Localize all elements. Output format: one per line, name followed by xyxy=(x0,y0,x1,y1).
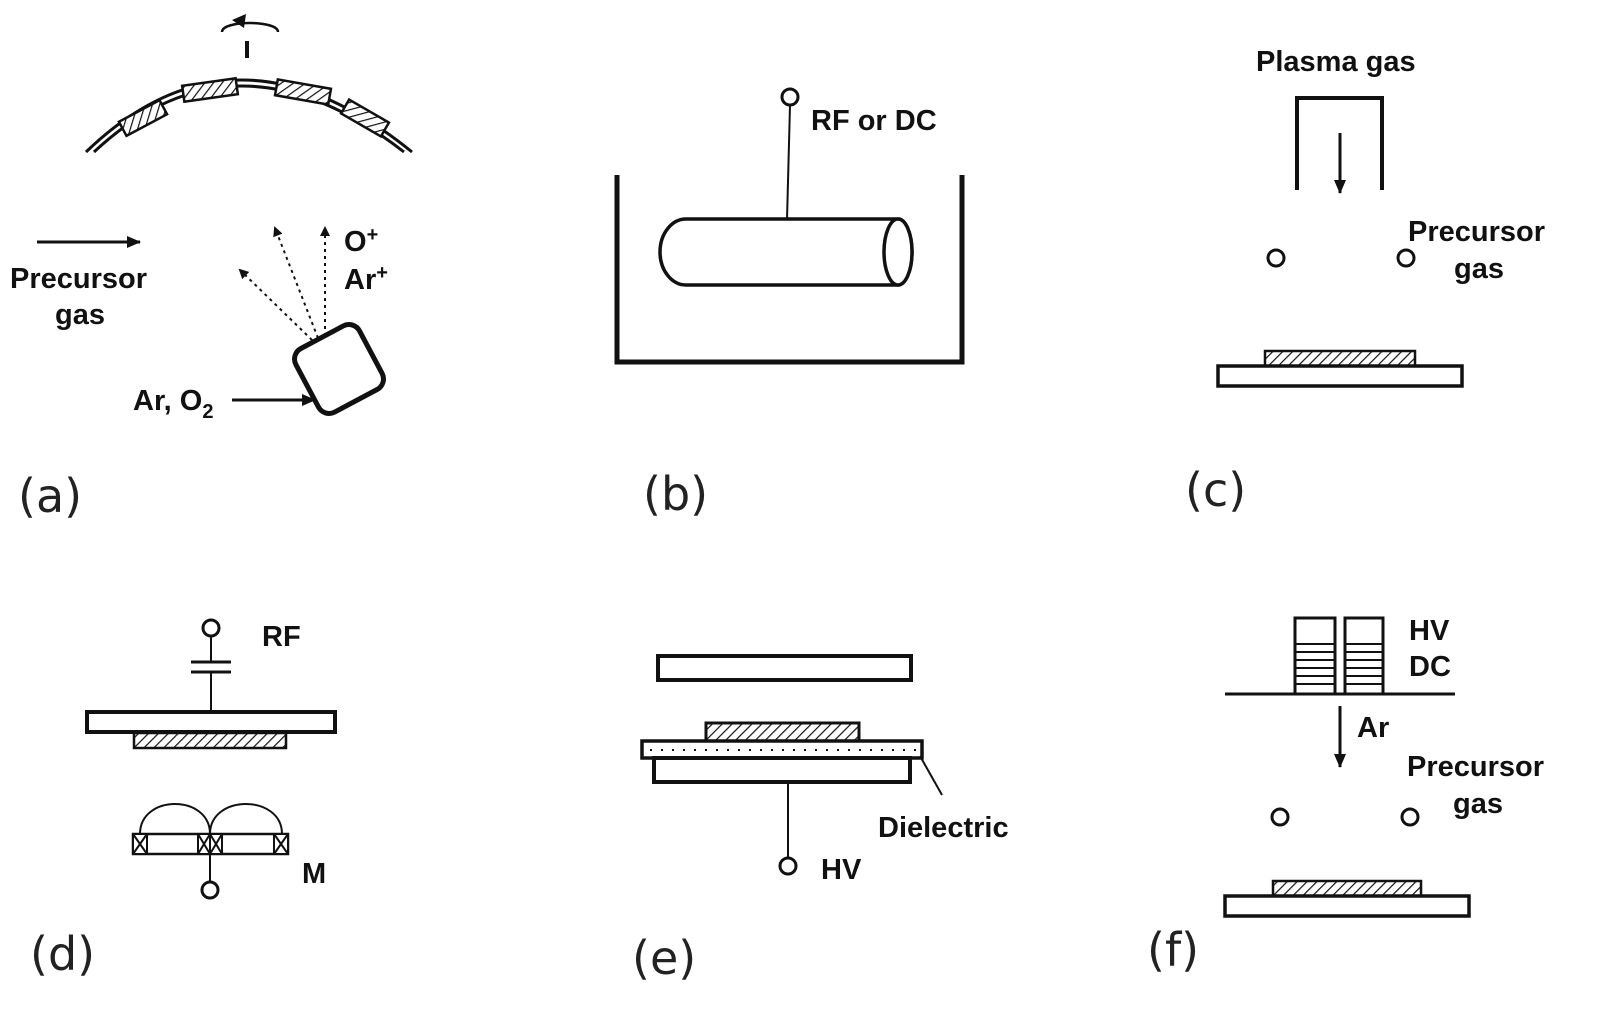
precursor-gas-label-line2: gas xyxy=(1453,788,1503,820)
cylinder-electrode xyxy=(658,217,914,287)
gas-label-f: Ar xyxy=(1357,712,1389,744)
sample-film xyxy=(132,731,288,750)
precursor-gas-label-line1: Precursor xyxy=(10,263,147,295)
cylinder-end xyxy=(882,217,914,287)
ion-beam-arrow xyxy=(238,268,313,341)
top-electrode xyxy=(656,654,913,682)
panel-a: Precursor gas O+ Ar+ Ar, O2 (a) xyxy=(10,14,413,523)
substrate xyxy=(1216,364,1464,388)
sample-film xyxy=(704,721,861,743)
panel-e: Dielectric HV (e) xyxy=(632,654,1009,985)
magnet-pole xyxy=(197,833,223,855)
precursor-gas-label-line2: gas xyxy=(55,299,105,331)
precursor-inlet xyxy=(1400,807,1420,827)
ion-label-o: O+ xyxy=(344,224,378,258)
vessel xyxy=(614,175,965,365)
magnetic-field-line xyxy=(209,803,283,835)
ion-beam-arrow xyxy=(273,226,319,339)
panel-f: HV DC Ar Precursor gas (f) xyxy=(1147,615,1544,977)
dome-sample xyxy=(339,97,391,139)
terminal xyxy=(200,880,220,900)
precursor-gas-label-line1: Precursor xyxy=(1408,216,1545,248)
dielectric-label: Dielectric xyxy=(878,812,1009,844)
rotation-arrow-icon xyxy=(220,21,280,33)
panel-d: RF M (d) xyxy=(30,618,337,981)
power-label-f-line1: HV xyxy=(1409,615,1450,647)
magnet-pole xyxy=(132,833,148,855)
rotation-arrow-head-icon xyxy=(232,14,246,28)
terminal xyxy=(778,856,798,876)
panel-label-a: (a) xyxy=(18,469,82,523)
panel-label-d: (d) xyxy=(30,927,95,981)
precursor-gas-label-line2: gas xyxy=(1454,253,1504,285)
ion-label-ar: Ar+ xyxy=(344,262,388,296)
ion-source xyxy=(292,322,386,416)
feed-gas-label: Ar, O2 xyxy=(133,385,213,423)
magnet-pole xyxy=(273,833,289,855)
panel-label-e: (e) xyxy=(632,931,696,985)
dome-sample xyxy=(273,77,333,107)
precursor-gas-label-line1: Precursor xyxy=(1407,751,1544,783)
magnetic-field-line xyxy=(139,803,211,835)
electrode-stack xyxy=(1293,616,1337,696)
plasma-gas-label: Plasma gas xyxy=(1256,46,1416,78)
magnet-label: M xyxy=(302,858,326,890)
panel-c: Plasma gas Precursor gas (c) xyxy=(1185,46,1545,517)
rf-electrode xyxy=(85,710,337,734)
terminal xyxy=(780,87,800,107)
sample-film xyxy=(1263,349,1417,368)
dielectric-leader xyxy=(919,755,943,796)
substrate xyxy=(1223,894,1471,918)
panel-label-c: (c) xyxy=(1185,463,1246,517)
precursor-inlet xyxy=(1270,807,1290,827)
panel-label-b: (b) xyxy=(643,467,708,521)
power-label-d: RF xyxy=(262,621,301,653)
power-label-e: HV xyxy=(821,854,862,886)
panel-label-f: (f) xyxy=(1147,923,1199,977)
bottom-electrode xyxy=(652,756,912,784)
dome-sample xyxy=(117,98,169,138)
electrode-stack xyxy=(1343,616,1385,696)
panel-b: RF or DC (b) xyxy=(614,87,965,521)
dome-sample xyxy=(180,76,240,104)
power-label-b: RF or DC xyxy=(811,105,937,137)
plasma-nozzle xyxy=(1295,96,1384,190)
lead-wire xyxy=(786,104,791,221)
power-label-f-line2: DC xyxy=(1409,651,1451,683)
sample-film xyxy=(1271,879,1423,898)
terminal xyxy=(201,618,221,638)
precursor-inlet xyxy=(1266,248,1286,268)
precursor-inlet xyxy=(1396,248,1416,268)
